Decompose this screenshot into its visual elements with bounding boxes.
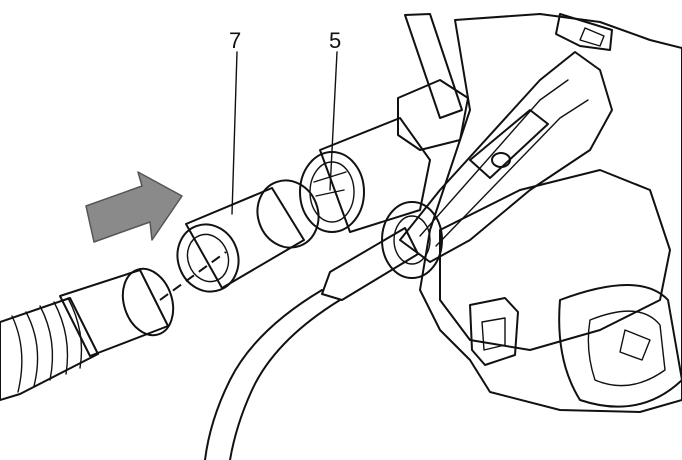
adapter-sleeve: [176, 179, 320, 293]
vacuum-hose: [0, 267, 175, 401]
arrow-shape: [85, 171, 183, 243]
leader-line-dust-port: [329, 51, 338, 191]
tool-housing: [397, 13, 682, 413]
leader-line-adapter: [231, 51, 238, 215]
callout-dust-port-number: 5: [329, 28, 341, 53]
callout-adapter-number: 7: [229, 28, 241, 53]
insertion-arrow: [85, 171, 183, 243]
alignment-line: [159, 251, 227, 301]
power-cord: [204, 201, 443, 460]
